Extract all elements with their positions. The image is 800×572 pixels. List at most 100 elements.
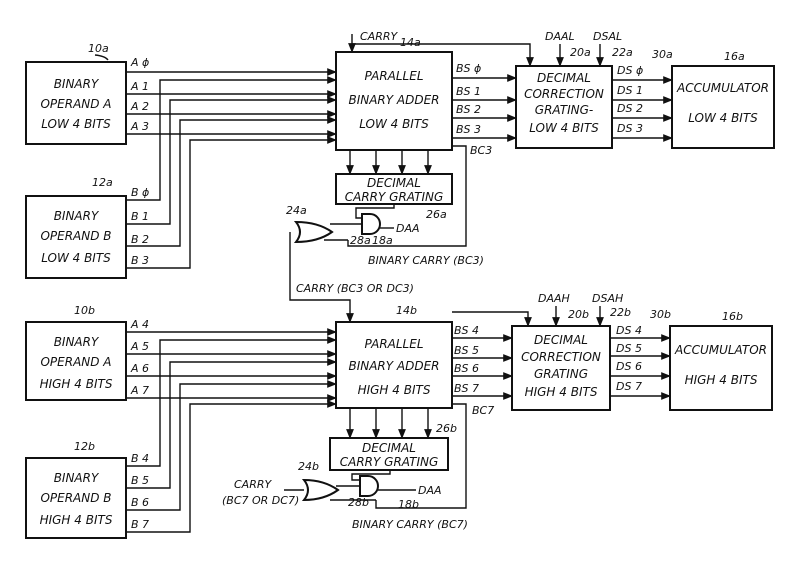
carry-grating-low-line2: CARRY GRATING (345, 190, 444, 204)
ref-12b: 12b (74, 440, 95, 453)
ref-10a: 10a (88, 42, 109, 55)
signal-bs0: BS ϕ (456, 62, 481, 75)
operand-a-low-block: BINARY OPERAND A LOW 4 BITS (25, 61, 127, 145)
operand-b-high-line3: HIGH 4 BITS (40, 513, 113, 527)
decimal-correction-low-block: DECIMAL CORRECTION GRATING- LOW 4 BITS (515, 65, 613, 149)
ref-18b: 18b (398, 498, 419, 511)
operand-b-low-line3: LOW 4 BITS (41, 251, 111, 265)
operand-a-low-line1: BINARY (54, 77, 100, 91)
operand-a-high-line3: HIGH 4 BITS (40, 377, 113, 391)
accumulator-high-line1: ACCUMULATOR (674, 343, 767, 357)
binary-adder-high-block: PARALLEL BINARY ADDER HIGH 4 BITS (335, 321, 453, 409)
ref-30a: 30a (652, 48, 673, 61)
carry-mid-label: CARRY (BC3 OR DC3) (296, 282, 414, 295)
accumulator-high-block: ACCUMULATOR HIGH 4 BITS (669, 325, 773, 411)
carry-grating-low-line1: DECIMAL (367, 176, 421, 190)
signal-a6: A 6 (130, 362, 149, 375)
signal-a2: A 2 (130, 100, 149, 113)
accumulator-low-block: ACCUMULATOR LOW 4 BITS (671, 65, 775, 149)
ref-14b: 14b (396, 304, 417, 317)
correction-high-line3: GRATING (534, 367, 588, 381)
bc7-label: BC7 (472, 404, 494, 417)
ref-10b: 10b (74, 304, 95, 317)
adder-high-line2: BINARY ADDER (348, 359, 439, 373)
signal-a1: A 1 (130, 80, 149, 93)
adder-low-line2: BINARY ADDER (348, 93, 439, 107)
accumulator-low-line2: LOW 4 BITS (688, 111, 758, 125)
daah-label: DAAH (538, 292, 570, 305)
or-gate-high (301, 478, 340, 502)
decimal-carry-high-block: DECIMAL CARRY GRATING (329, 437, 449, 471)
signal-b0: B ϕ (131, 186, 149, 199)
signal-a7: A 7 (130, 384, 149, 397)
operand-b-low-line1: BINARY (54, 209, 100, 223)
binary-adder-low-block: PARALLEL BINARY ADDER LOW 4 BITS (335, 51, 453, 151)
ref-16a: 16a (724, 50, 745, 63)
ref-24b: 24b (298, 460, 319, 473)
ref-14a: 14a (400, 36, 421, 49)
operand-b-high-block: BINARY OPERAND B HIGH 4 BITS (25, 457, 127, 539)
signal-bs5: BS 5 (454, 344, 479, 357)
ref-22b: 22b (610, 306, 631, 319)
correction-high-line2: CORRECTION (521, 350, 601, 364)
or-gate-low (293, 220, 334, 244)
adder-high-line3: HIGH 4 BITS (358, 383, 431, 397)
correction-low-line1: DECIMAL (537, 71, 591, 85)
correction-low-line4: LOW 4 BITS (529, 121, 599, 135)
operand-b-high-line2: OPERAND B (40, 491, 111, 505)
operand-a-low-line3: LOW 4 BITS (41, 117, 111, 131)
ref-20b: 20b (568, 308, 589, 321)
ref-16b: 16b (722, 310, 743, 323)
daa-low-label: DAA (396, 222, 420, 235)
signal-b6: B 6 (131, 496, 149, 509)
operand-a-high-line1: BINARY (54, 335, 100, 349)
bc3-label: BC3 (470, 144, 492, 157)
correction-low-line3: GRATING- (535, 103, 593, 117)
signal-b5: B 5 (131, 474, 149, 487)
signal-a4: A 4 (130, 318, 149, 331)
carry-out-label: CARRY (234, 478, 272, 491)
signal-bs6: BS 6 (454, 362, 479, 375)
carry-in-label: CARRY (360, 30, 398, 43)
signal-bs1: BS 1 (456, 85, 481, 98)
correction-high-line1: DECIMAL (534, 333, 588, 347)
ref-24a: 24a (286, 204, 307, 217)
operand-b-low-line2: OPERAND B (40, 229, 111, 243)
signal-b1: B 1 (131, 210, 149, 223)
ref-30b: 30b (650, 308, 671, 321)
decimal-correction-high-block: DECIMAL CORRECTION GRATING HIGH 4 BITS (511, 325, 611, 411)
binary-carry-high-label: BINARY CARRY (BC7) (352, 518, 468, 531)
operand-a-low-line2: OPERAND A (40, 97, 111, 111)
correction-high-line4: HIGH 4 BITS (525, 385, 598, 399)
binary-carry-low-label: BINARY CARRY (BC3) (368, 254, 484, 267)
correction-low-line2: CORRECTION (524, 87, 604, 101)
operand-a-high-line2: OPERAND A (40, 355, 111, 369)
operand-a-high-block: BINARY OPERAND A HIGH 4 BITS (25, 321, 127, 401)
and-gate-low (361, 213, 381, 235)
signal-ds7: DS 7 (616, 380, 642, 393)
carry-out-expression: (BC7 OR DC7) (222, 494, 299, 507)
ref-22a: 22a (612, 46, 633, 59)
ref-20a: 20a (570, 46, 591, 59)
signal-bs3: BS 3 (456, 123, 481, 136)
signal-a5: A 5 (130, 340, 149, 353)
signal-bs7: BS 7 (454, 382, 479, 395)
adder-low-line1: PARALLEL (364, 69, 423, 83)
ref-26a: 26a (426, 208, 447, 221)
signal-ds2: DS 2 (617, 102, 643, 115)
signal-b2: B 2 (131, 233, 149, 246)
signal-ds4: DS 4 (616, 324, 642, 337)
adder-low-line3: LOW 4 BITS (359, 117, 429, 131)
signal-ds1: DS 1 (617, 84, 643, 97)
signal-a0: A ϕ (130, 56, 149, 69)
ref-28a: 28a (350, 234, 371, 247)
dsah-label: DSAH (592, 292, 623, 305)
accumulator-high-line2: HIGH 4 BITS (685, 373, 758, 387)
signal-b7: B 7 (131, 518, 149, 531)
signal-ds6: DS 6 (616, 360, 642, 373)
ref-18a: 18a (372, 234, 393, 247)
carry-grating-high-line1: DECIMAL (362, 441, 416, 455)
signal-bs4: BS 4 (454, 324, 479, 337)
adder-high-line1: PARALLEL (364, 337, 423, 351)
